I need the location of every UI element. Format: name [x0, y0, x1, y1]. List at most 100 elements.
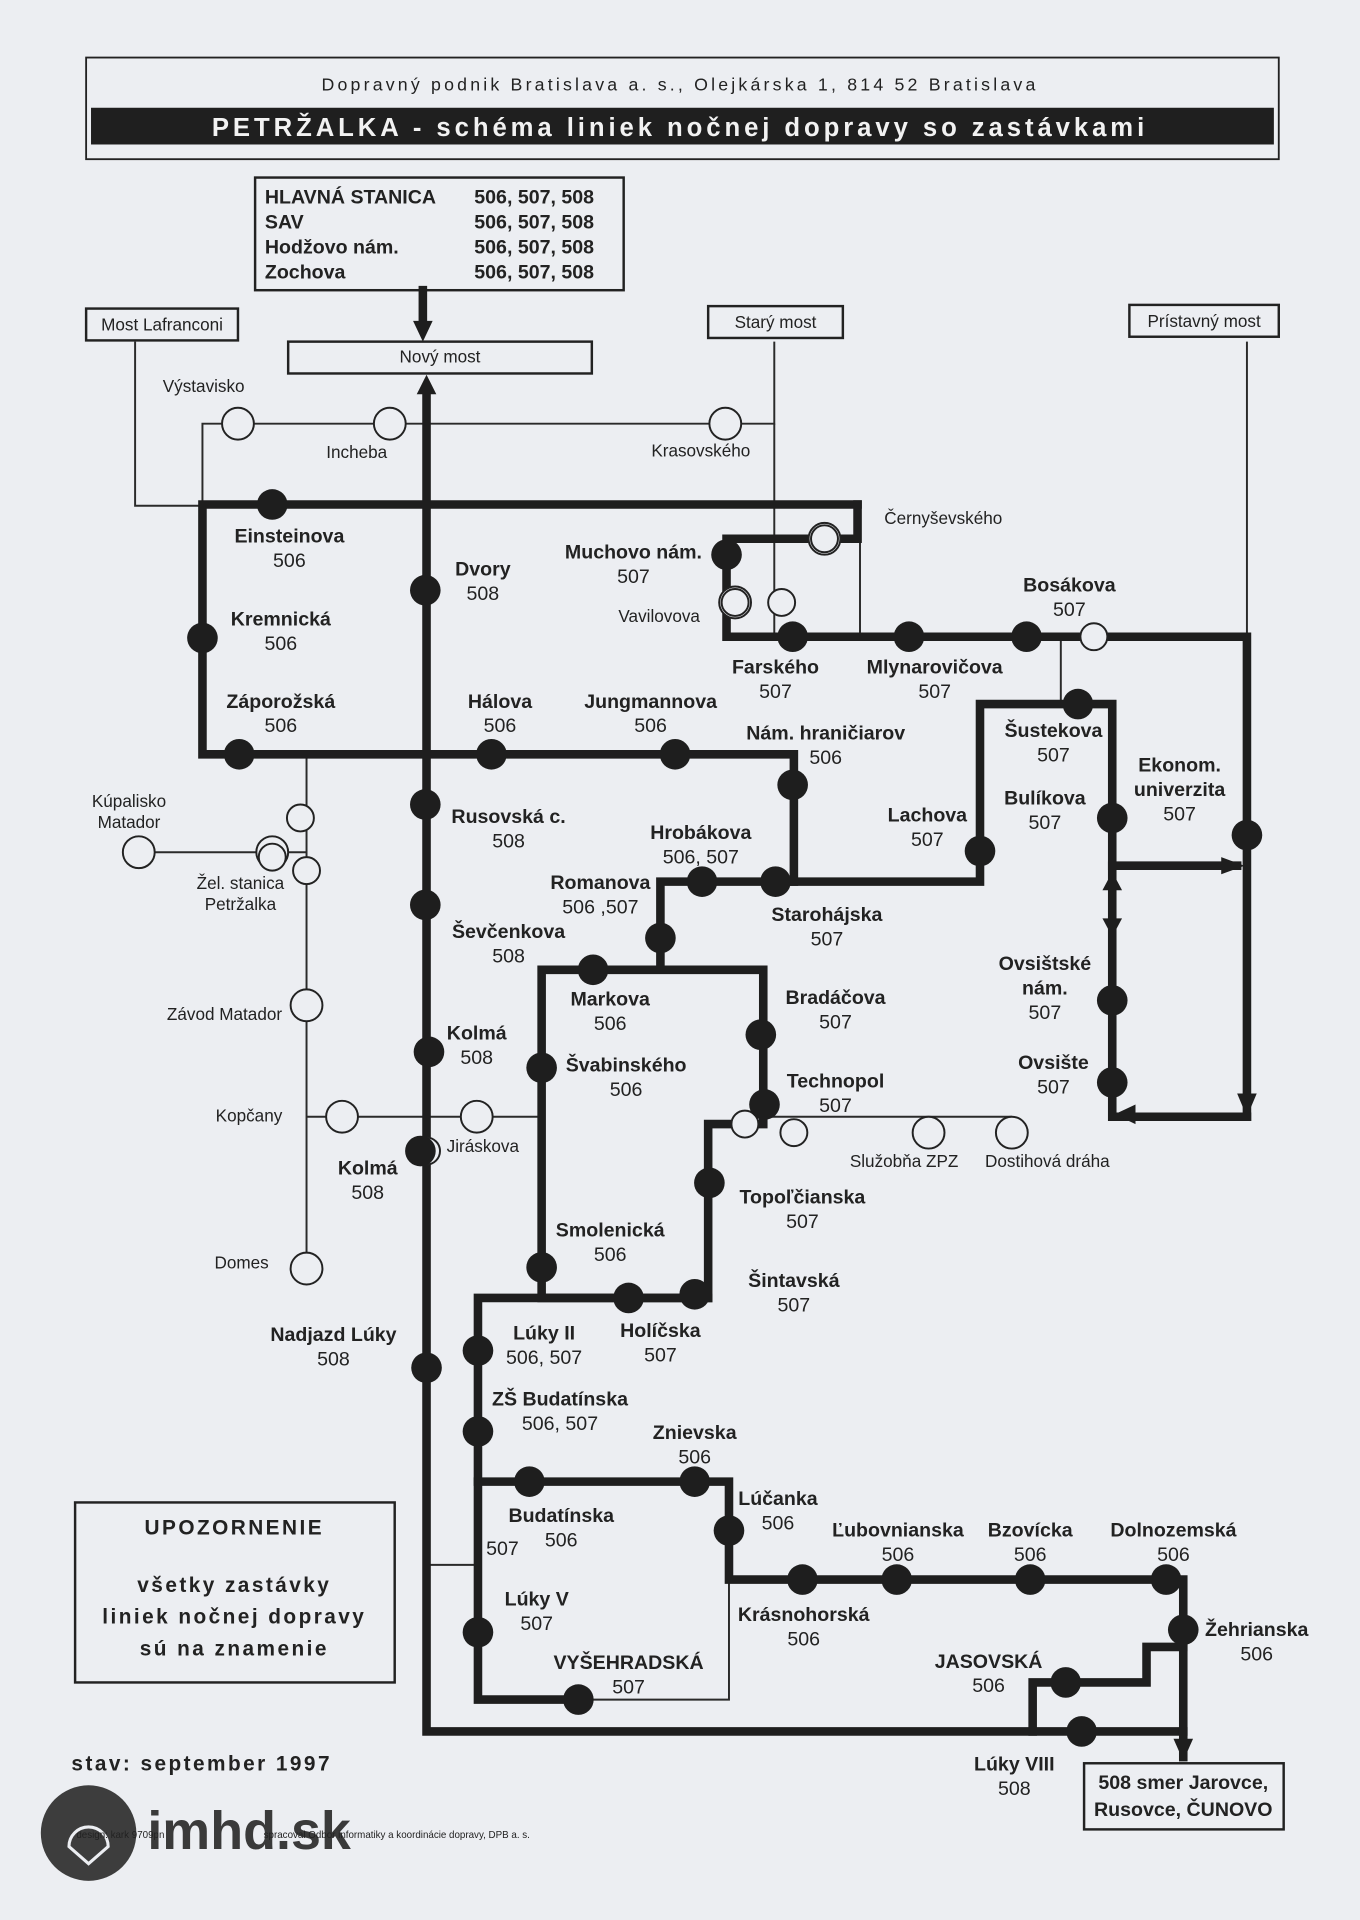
night-stop-sintavska[interactable]: [679, 1278, 710, 1310]
night-stop-sevcenkova[interactable]: [410, 889, 441, 921]
header: Dopravný podnik Bratislava a. s., Olejká…: [85, 56, 1280, 161]
day-stop-vystavisko[interactable]: [221, 406, 255, 441]
day-stop-name: Domes: [215, 1253, 269, 1273]
bridges: Most Lafranconi Nový most Starý most Prí…: [84, 303, 1281, 375]
stop-lines: 506: [634, 715, 667, 737]
night-stop-romanova[interactable]: [645, 922, 676, 954]
day-stop-kupalisko[interactable]: [121, 835, 156, 870]
night-stop-rusovska[interactable]: [410, 789, 441, 820]
night-stop-zehrianska[interactable]: [1167, 1614, 1199, 1646]
city-stop-lines: 506, 507, 508: [474, 186, 594, 208]
night-stop-topolcianska[interactable]: [694, 1167, 725, 1199]
night-stop-halova[interactable]: [476, 738, 507, 770]
day-stop-marker: [1079, 622, 1109, 652]
night-stop-znievska[interactable]: [679, 1466, 710, 1497]
night-stop-bulikova[interactable]: [1096, 802, 1128, 834]
night-stop-jasovska[interactable]: [1050, 1667, 1082, 1698]
night-stop-luky-v[interactable]: [462, 1616, 494, 1648]
night-stop-bzovicka[interactable]: [1014, 1564, 1046, 1595]
night-stop-kolma-508a[interactable]: [413, 1036, 445, 1068]
day-stop-zavod-matador[interactable]: [289, 988, 324, 1023]
night-stop-nadjazd-luky[interactable]: [411, 1352, 442, 1384]
night-stop-zs-budatinska[interactable]: [462, 1416, 494, 1447]
night-stop-dolnozemska[interactable]: [1150, 1564, 1182, 1595]
stop-lines: 506, 507: [522, 1413, 598, 1435]
day-stop-incheba[interactable]: [372, 406, 407, 441]
stop-lines: 507: [1053, 599, 1086, 621]
night-stop-luky-ii[interactable]: [462, 1335, 494, 1366]
stop-lines: 507: [1029, 812, 1062, 834]
night-stop-ovsistske[interactable]: [1096, 985, 1128, 1016]
night-stop-lubovnianska[interactable]: [881, 1564, 913, 1595]
night-stop-krasnohorska[interactable]: [787, 1564, 818, 1595]
night-stop-starohajska[interactable]: [760, 866, 791, 897]
stop-name: Nadjazd Lúky: [270, 1324, 396, 1346]
footer: imhd.sk design: kark 9709pn spracoval Od…: [40, 1785, 530, 1881]
operator-address: Dopravný podnik Bratislava a. s., Olejká…: [321, 75, 1038, 95]
pin-icon: [67, 1825, 110, 1866]
stop-name: Farského: [732, 656, 819, 678]
stop-name: Lúky V: [505, 1588, 569, 1610]
night-stop-smolenicka[interactable]: [526, 1252, 557, 1283]
stop-lines: 507: [819, 1012, 852, 1034]
night-stop-einsteinova[interactable]: [256, 489, 288, 520]
day-stop-marker: [720, 588, 750, 617]
arrow-up-icon: [416, 374, 437, 395]
day-stop-krasovskeho[interactable]: [708, 406, 743, 441]
day-stop-dostihova[interactable]: [994, 1115, 1029, 1150]
stop-lines: 508: [317, 1348, 350, 1370]
day-stop-name: Incheba: [326, 442, 387, 462]
notice-title: UPOZORNENIE: [145, 1516, 324, 1539]
night-stop-svabinskeho[interactable]: [526, 1052, 557, 1084]
night-stop-nam-hranicarov[interactable]: [777, 769, 808, 801]
night-stop-luky-viii[interactable]: [1066, 1716, 1097, 1747]
stop-name: Technopol: [787, 1070, 885, 1092]
stop-name: Krásnohorská: [738, 1604, 870, 1626]
night-stop-jungmannova[interactable]: [659, 738, 691, 770]
stop-lines: 507: [1037, 745, 1070, 767]
stop-name: univerzita: [1134, 779, 1227, 801]
stop-name: Holíčska: [620, 1320, 702, 1342]
night-stop-lachova[interactable]: [964, 835, 996, 867]
stop-lines: 506: [1157, 1544, 1190, 1566]
stop-name: Šintavská: [748, 1268, 840, 1292]
stop-lines: 508: [467, 583, 500, 605]
night-stop-vysehradska[interactable]: [563, 1684, 594, 1715]
stop-lines: 506: [545, 1530, 578, 1552]
night-stop-mlynarovicova[interactable]: [893, 621, 925, 653]
stop-name: Kolmá: [447, 1023, 507, 1045]
stop-lines: 507: [759, 681, 792, 703]
day-stop-name: Vavilovova: [618, 606, 700, 626]
stop-name: Bradáčova: [785, 987, 886, 1009]
night-stop-bradacova[interactable]: [745, 1019, 777, 1050]
night-stop-kolma-508b[interactable]: [405, 1135, 436, 1167]
night-stop-markova[interactable]: [577, 954, 609, 986]
stop-name: Ekonom.: [1138, 754, 1221, 776]
night-stop-technopol[interactable]: [749, 1089, 780, 1120]
night-stop-budatinska[interactable]: [514, 1466, 545, 1497]
stop-name: Dvory: [455, 559, 511, 581]
night-stop-dvory[interactable]: [410, 574, 441, 606]
night-stop-hrobakova[interactable]: [686, 866, 718, 897]
stop-name: Jungmannova: [584, 691, 718, 713]
day-stop-kopcany[interactable]: [325, 1099, 359, 1134]
night-stop-sustekova[interactable]: [1062, 688, 1094, 720]
stop-lines: 508: [460, 1047, 493, 1069]
night-stop-farskeho[interactable]: [777, 621, 808, 653]
night-stop-kremnicka[interactable]: [187, 622, 218, 654]
route-508: [422, 390, 1188, 1736]
day-stop-jiraskova[interactable]: [459, 1099, 494, 1134]
day-stop-domes[interactable]: [289, 1251, 324, 1286]
night-stop-ovsiste[interactable]: [1096, 1067, 1128, 1098]
day-stop-sluzobna-zpz[interactable]: [911, 1115, 946, 1150]
night-stop-holicska[interactable]: [613, 1282, 644, 1314]
night-stop-bosakova[interactable]: [1011, 621, 1042, 653]
stop-lines: 506: [594, 1013, 627, 1035]
night-stop-zaporozska[interactable]: [223, 738, 255, 770]
day-stop-marker: [285, 803, 315, 833]
night-stop-lucanka[interactable]: [713, 1515, 745, 1546]
night-stop-ekonom[interactable]: [1231, 819, 1263, 851]
night-stop-muchovo[interactable]: [711, 539, 742, 570]
day-stop-name: Černyševského: [884, 508, 1002, 528]
